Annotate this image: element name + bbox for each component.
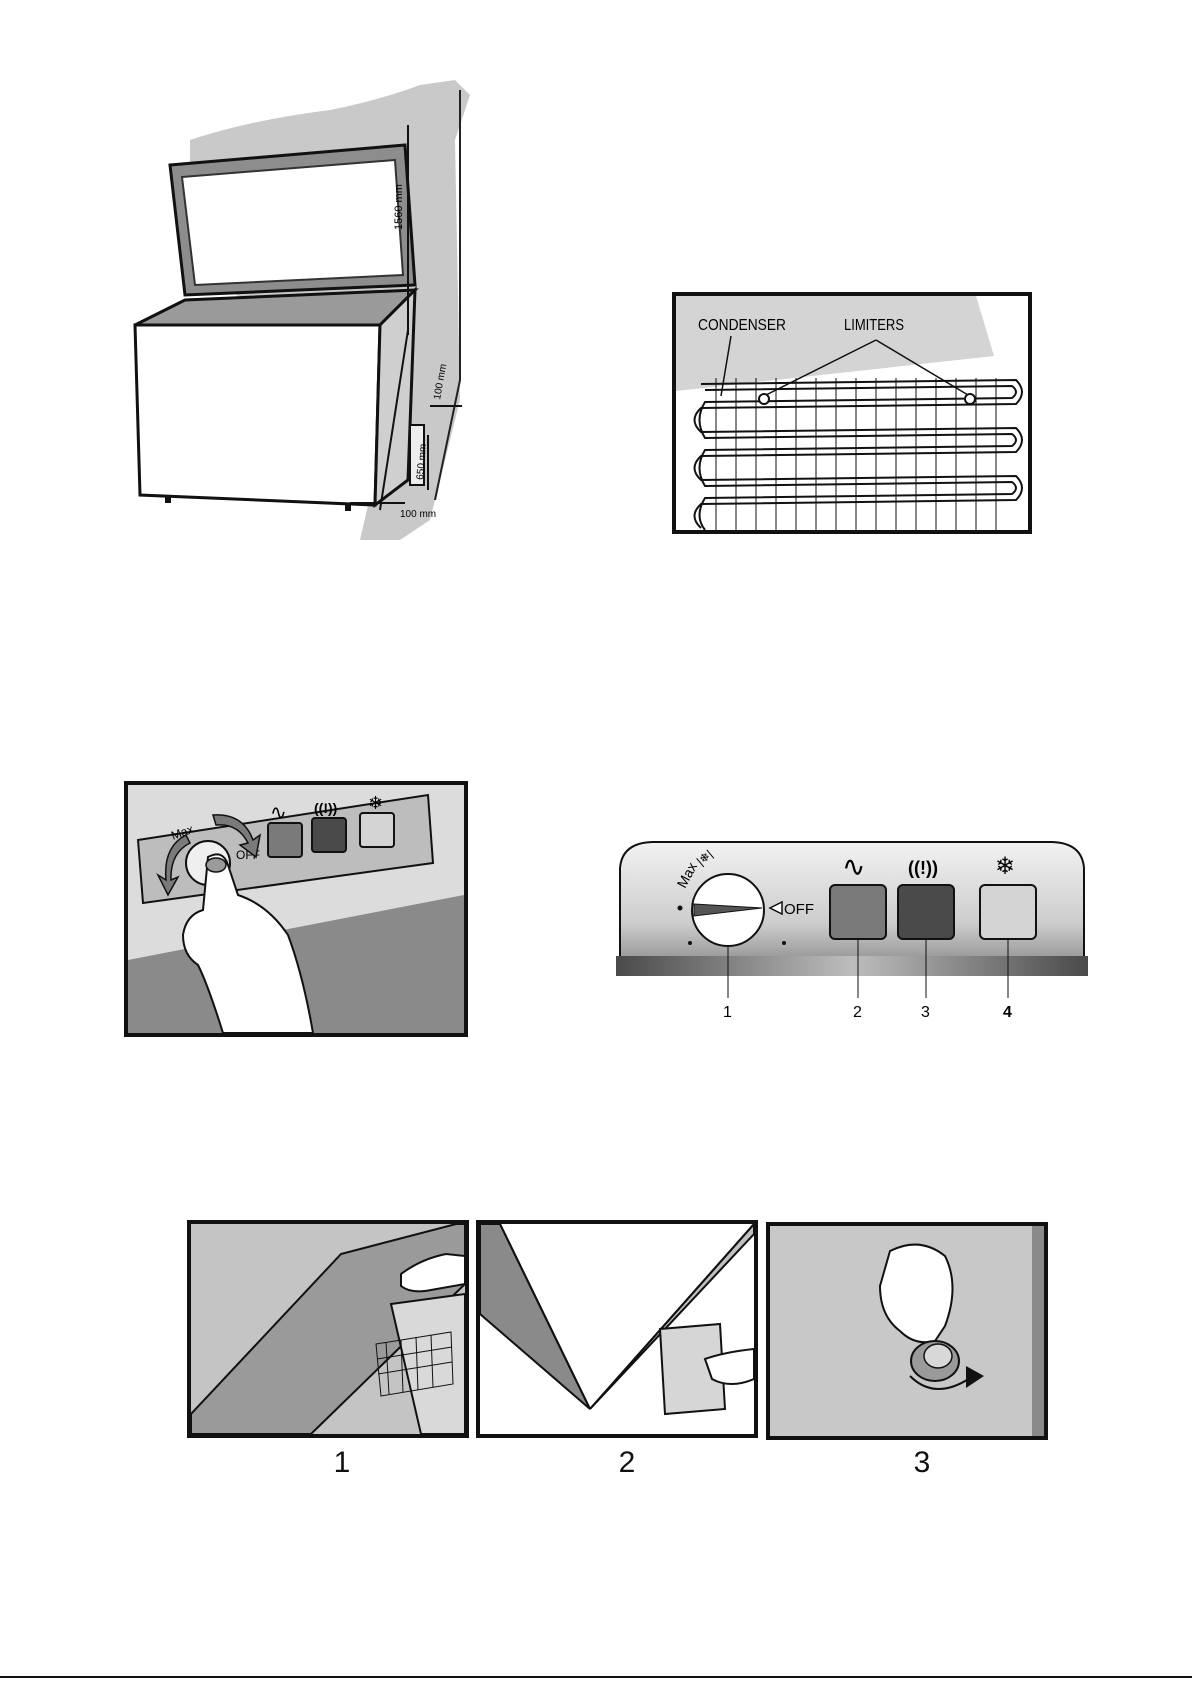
hand-shape: [880, 1245, 953, 1343]
lamp-alarm: [898, 885, 954, 939]
step-2-panel: [476, 1220, 758, 1438]
foot-right: [345, 503, 351, 511]
power-symbol-icon: ∿: [270, 802, 287, 824]
limiter-left: [759, 394, 769, 404]
limiter-right: [965, 394, 975, 404]
condenser-label: CONDENSER: [698, 317, 786, 334]
callout-3: 3: [921, 1004, 930, 1021]
step-3-panel: [766, 1222, 1048, 1440]
callout-4: 4: [1003, 1004, 1012, 1021]
step-2-caption: 2: [597, 1446, 657, 1480]
freezer-top: [135, 290, 415, 325]
alarm-symbol-icon: ((!)): [314, 800, 337, 816]
step-1-caption: 1: [312, 1446, 372, 1480]
lid-open-left: [480, 1224, 590, 1409]
step-1-svg: [191, 1224, 465, 1434]
callout-1: 1: [723, 1004, 732, 1021]
freezer-installation-figure: 1560 mm 100 mm 650 mm 100 mm: [110, 80, 510, 560]
knob-dot-mid: [782, 941, 786, 945]
panel-base: [616, 956, 1088, 976]
limiters-label: LIMITERS: [844, 317, 904, 334]
knob-turning-svg: ∿ ((!)) ❄ Max OFF: [128, 785, 464, 1033]
thumb-nail: [206, 858, 226, 872]
dim-bottom-gap-label: 100 mm: [400, 509, 436, 520]
knob-dot-max: [678, 906, 683, 911]
dim-height-label: 1560 mm: [393, 184, 405, 230]
lid-inner: [182, 160, 403, 285]
lamp-freeze: [360, 813, 394, 847]
step-3-svg: [770, 1226, 1044, 1436]
knob-dot-low: [688, 941, 692, 945]
step-1-panel: [187, 1220, 469, 1438]
step-2-svg: [480, 1224, 754, 1434]
side-edge: [1032, 1226, 1044, 1436]
lamp-power: [830, 885, 886, 939]
drain-plug-cap: [924, 1344, 952, 1368]
alarm-symbol-icon: ((!)): [908, 858, 938, 878]
page-bottom-rule: [0, 1676, 1192, 1678]
snowflake-icon: ❄: [368, 793, 383, 813]
power-symbol-icon: ∿: [842, 851, 865, 882]
condenser-figure: CONDENSER LIMITERS: [672, 292, 1032, 534]
lamp-power: [268, 823, 302, 857]
snowflake-icon: ❄: [995, 853, 1015, 880]
knob-turning-figure: ∿ ((!)) ❄ Max OFF: [124, 781, 468, 1037]
foot-left: [165, 495, 171, 503]
control-panel-figure: Max |❄| OFF ∿ ((!)) ❄ 1 2 3 4: [612, 838, 1088, 1028]
lamp-freeze: [980, 885, 1036, 939]
lamp-alarm: [312, 818, 346, 852]
callout-2: 2: [853, 1004, 862, 1021]
rotate-arrowhead-icon: [966, 1366, 984, 1388]
condenser-svg: CONDENSER LIMITERS: [676, 296, 1028, 530]
step-3-caption: 3: [892, 1446, 952, 1480]
freezer-front: [135, 325, 380, 505]
knob-off-label: OFF: [784, 901, 814, 918]
